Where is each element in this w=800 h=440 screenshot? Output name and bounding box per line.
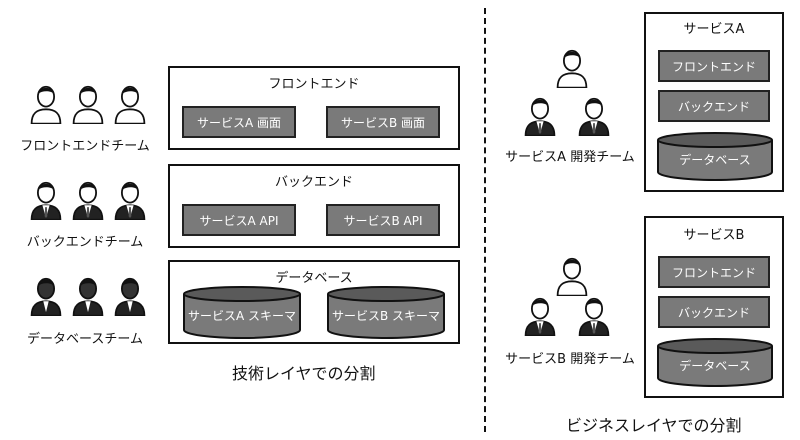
service-a-backend-box: バックエンド (658, 90, 770, 122)
backend-team-person-icon (112, 178, 148, 220)
service-a-frame: サービスA フロントエンド バックエンド データベース (644, 12, 784, 192)
database-layer-title: データベース (275, 271, 353, 286)
service-a-team-label: サービスA 開発チーム (505, 150, 635, 165)
frontend-team-label: フロントエンドチーム (20, 139, 150, 154)
service-a-schema-label: サービスA スキーマ (188, 309, 296, 323)
service-a-team-person-icon (522, 94, 558, 136)
database-team-person-icon (112, 274, 148, 316)
business-layer-caption: ビジネスレイヤでの分割 (566, 416, 742, 435)
database-team-label: データベースチーム (27, 332, 143, 347)
technical-layer-caption: 技術レイヤでの分割 (232, 364, 376, 383)
service-b-api-box: サービスB API (326, 204, 440, 236)
service-b-team-person-icon (554, 254, 590, 296)
frontend-team-person-icon (28, 82, 64, 124)
service-a-database-label: データベース (679, 152, 750, 167)
service-b-frontend-box: フロントエンド (658, 256, 770, 288)
backend-team-person-icon (70, 178, 106, 220)
service-b-team-person-icon (522, 294, 558, 336)
frontend-team-person-icon (112, 82, 148, 124)
service-a-title: サービスA (683, 22, 745, 37)
backend-team-label: バックエンドチーム (26, 235, 144, 250)
service-b-schema-label: サービスB スキーマ (332, 309, 440, 323)
service-b-backend-box: バックエンド (658, 296, 770, 328)
section-divider (484, 8, 486, 432)
backend-layer-frame: バックエンド サービスA API サービスB API (168, 164, 460, 248)
service-a-schema-cylinder: サービスA スキーマ (183, 286, 301, 339)
service-b-database-label: データベース (679, 358, 750, 373)
service-b-title: サービスB (683, 228, 745, 243)
database-team-person-icon (28, 274, 64, 316)
database-layer-frame: データベース サービスA スキーマ サービスB スキーマ (168, 260, 460, 344)
service-b-database-cylinder: データベース (657, 338, 773, 387)
backend-layer-title: バックエンド (274, 175, 353, 190)
frontend-layer-title: フロントエンド (268, 77, 360, 92)
service-a-team-person-icon (554, 46, 590, 88)
frontend-layer-frame: フロントエンド サービスA 画面 サービスB 画面 (168, 66, 460, 150)
service-a-database-cylinder: データベース (657, 132, 773, 181)
service-a-screen-box: サービスA 画面 (182, 106, 296, 138)
frontend-team-person-icon (70, 82, 106, 124)
service-a-api-box: サービスA API (182, 204, 296, 236)
database-team-person-icon (70, 274, 106, 316)
service-b-frame: サービスB フロントエンド バックエンド データベース (644, 216, 784, 398)
service-b-team-label: サービスB 開発チーム (505, 352, 635, 367)
backend-team-person-icon (28, 178, 64, 220)
service-b-team-person-icon (576, 294, 612, 336)
service-b-screen-box: サービスB 画面 (326, 106, 440, 138)
service-a-team-person-icon (576, 94, 612, 136)
service-a-frontend-box: フロントエンド (658, 50, 770, 82)
service-b-schema-cylinder: サービスB スキーマ (327, 286, 445, 339)
